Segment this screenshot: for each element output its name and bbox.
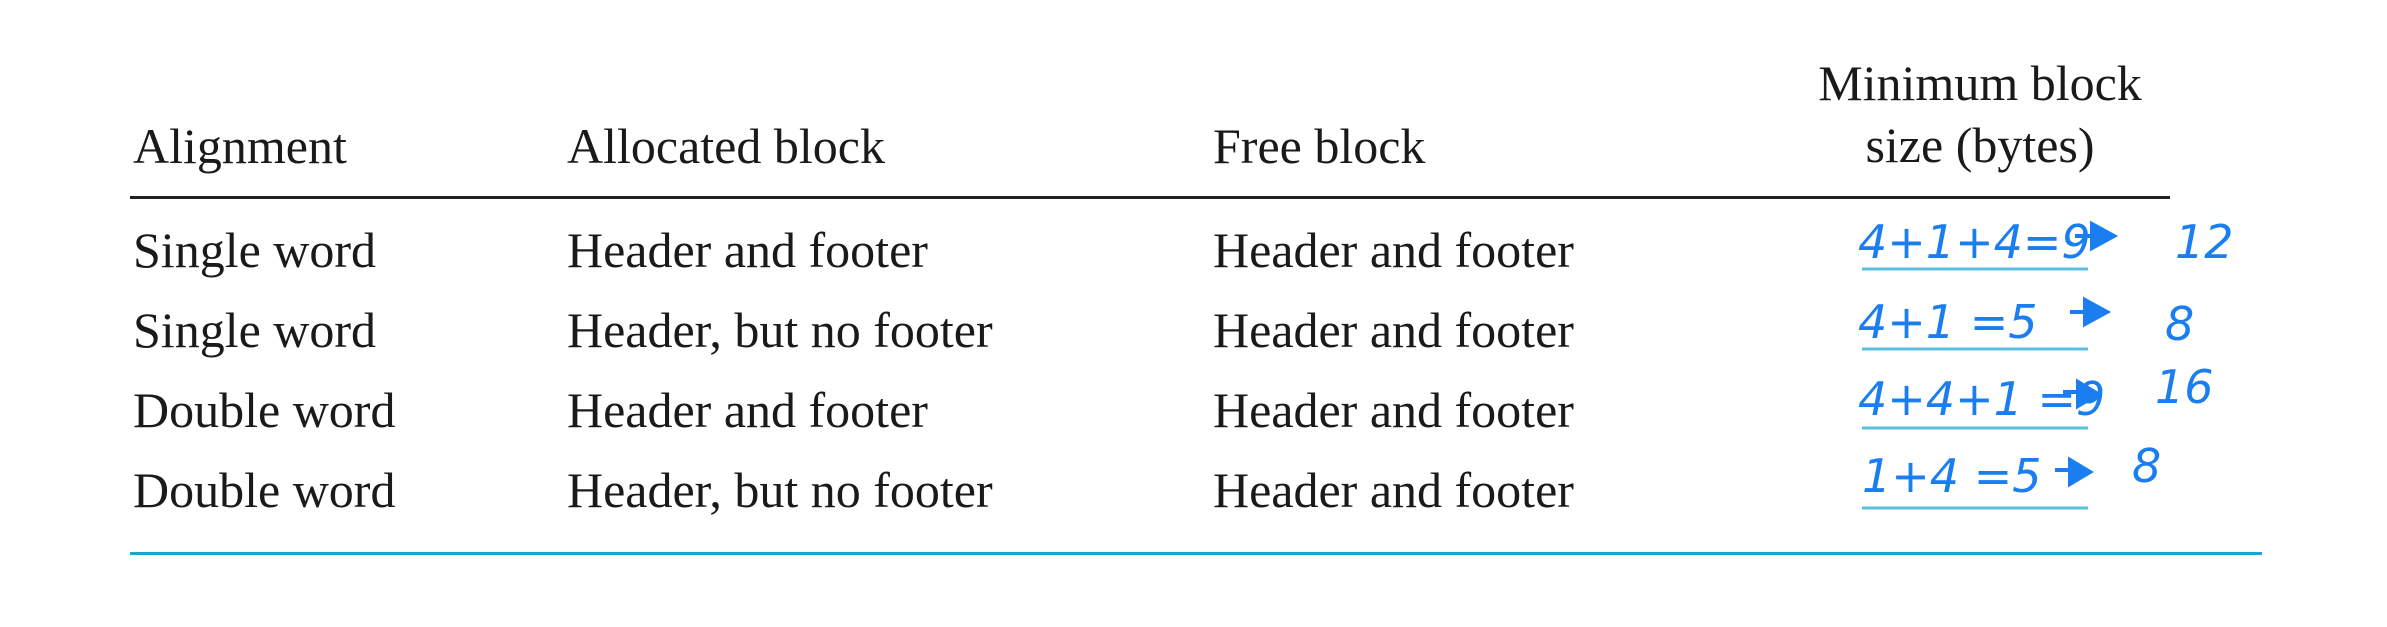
header-min-block-size: Minimum block size (bytes) [1740, 52, 2220, 176]
annotation-row: 4+1 =5 8 [1858, 295, 2194, 351]
annotation-formula: 4+1 =5 [1858, 295, 2038, 349]
header-free-block: Free block [1213, 118, 1426, 174]
header-min-line-2: size (bytes) [1865, 117, 2095, 173]
annotation-row: 1+4 =5 8 [1862, 439, 2161, 510]
cell-free: Header and footer [1213, 302, 1574, 358]
annotation-formula: 1+4 =5 [1862, 449, 2042, 503]
annotation-formula: 4+1+4=9 [1858, 215, 2091, 269]
header-allocated-block: Allocated block [567, 118, 885, 174]
annotation-result: 8 [2132, 439, 2161, 493]
cell-allocated: Header and footer [567, 382, 928, 438]
annotation-result: 12 [2175, 215, 2234, 269]
table-bottom-rule [130, 552, 2262, 555]
arrow-icon [2055, 456, 2094, 488]
annotation-row: 4+1+4=9 12 [1858, 215, 2234, 271]
annotation-result: 16 [2155, 360, 2214, 414]
cell-allocated: Header and footer [567, 222, 928, 278]
header-min-line-1: Minimum block [1818, 55, 2142, 111]
annotation-row: 4+4+1 =9 16 [1858, 360, 2214, 430]
cell-allocated: Header, but no footer [567, 462, 993, 518]
cell-alignment: Double word [133, 462, 396, 518]
cell-alignment: Double word [133, 382, 396, 438]
cell-alignment: Single word [133, 302, 377, 358]
arrow-icon [2063, 378, 2102, 410]
annotation-formula: 4+4+1 =9 [1858, 372, 2105, 426]
cell-free: Header and footer [1213, 222, 1574, 278]
arrow-icon [2075, 220, 2119, 252]
header-rule [130, 196, 2170, 199]
header-alignment: Alignment [133, 118, 347, 174]
annotation-result: 8 [2165, 297, 2194, 351]
cell-free: Header and footer [1213, 382, 1574, 438]
arrow-icon [2070, 296, 2112, 328]
cell-allocated: Header, but no footer [567, 302, 993, 358]
cell-alignment: Single word [133, 222, 377, 278]
cell-free: Header and footer [1213, 462, 1574, 518]
